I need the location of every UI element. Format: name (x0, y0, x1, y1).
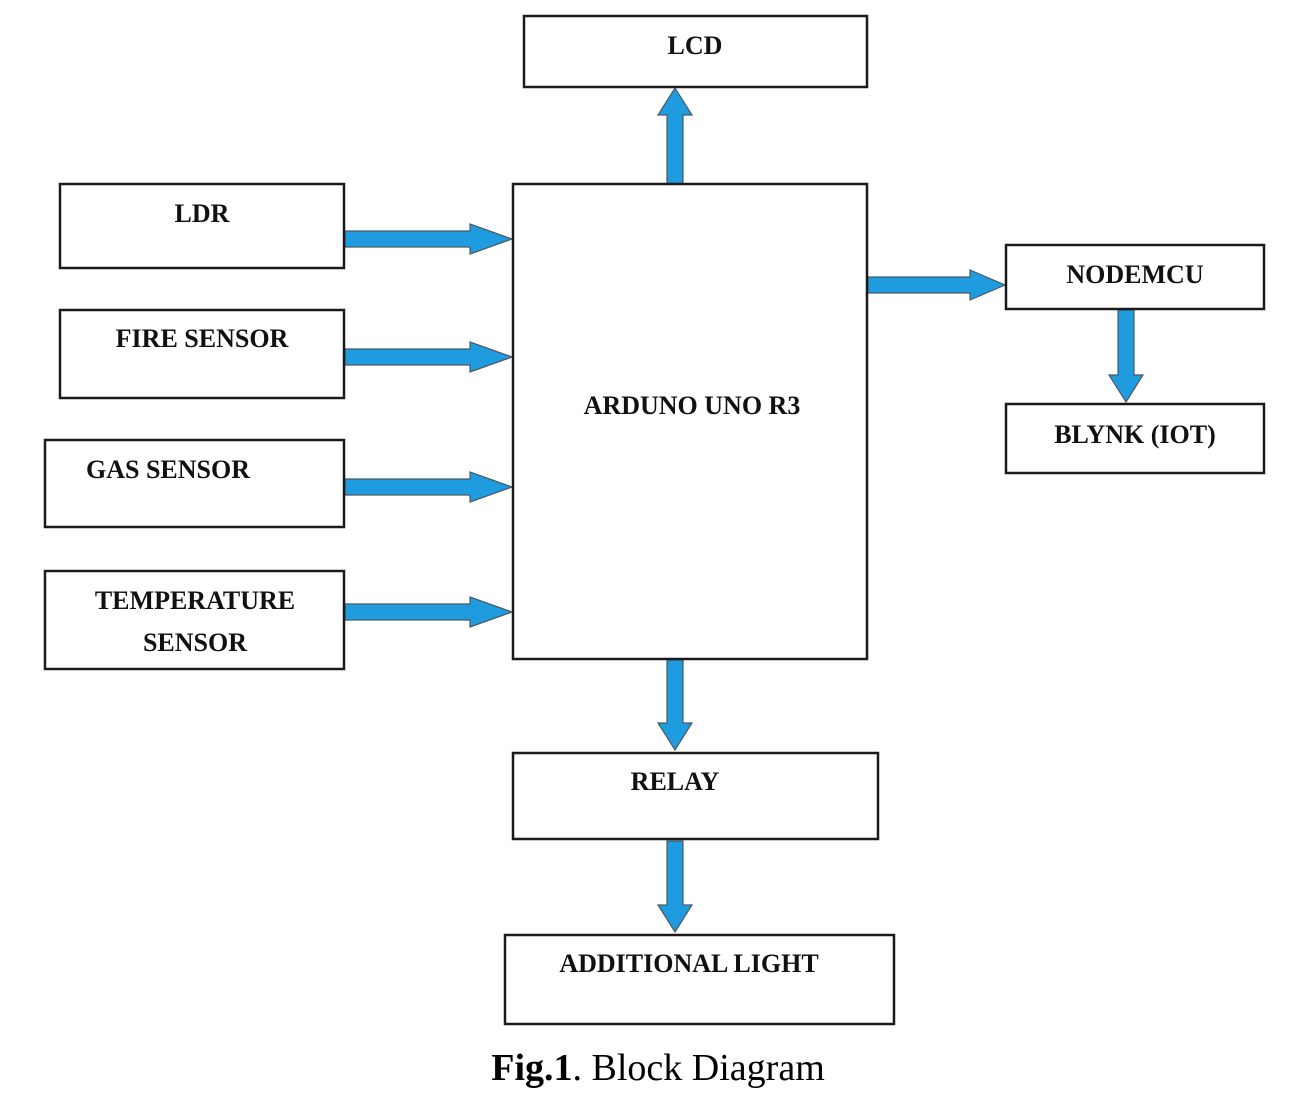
arrow-arduino-to-nodemcu (867, 269, 1007, 301)
arrow-ldr-to-arduino (344, 223, 514, 255)
lcd-block: LCD (522, 14, 869, 89)
arduino-label: ARDUNO UNO R3 (584, 391, 801, 420)
additional-light-label: ADDITIONAL LIGHT (559, 949, 818, 978)
nodemcu-block: NODEMCU (1004, 243, 1266, 311)
arrow-relay-to-additional-light (656, 840, 694, 934)
lcd-label: LCD (668, 31, 723, 60)
ldr-block: LDR (58, 182, 346, 270)
arrow-arduino-to-lcd (656, 86, 694, 185)
arrow-arduino-to-relay (656, 659, 694, 752)
fire-sensor-label: FIRE SENSOR (116, 324, 289, 353)
ldr-label: LDR (175, 199, 230, 228)
nodemcu-label: NODEMCU (1066, 260, 1203, 289)
arrow-temperature-sensor-to-arduino (344, 596, 514, 628)
arrow-gas-sensor-to-arduino (344, 471, 514, 503)
temperature-sensor-block: TEMPERATURE SENSOR (43, 569, 346, 671)
blynk-block: BLYNK (IOT) (1004, 402, 1266, 475)
relay-label: RELAY (631, 767, 720, 796)
figure-caption-text: . Block Diagram (572, 1047, 825, 1089)
gas-sensor-block: GAS SENSOR (43, 438, 346, 529)
temperature-sensor-label-line-2: SENSOR (143, 628, 247, 657)
figure-caption: Fig.1. Block Diagram (0, 1046, 1316, 1090)
temperature-sensor-label-line-1: TEMPERATURE (95, 586, 295, 615)
figure-number: Fig.1 (491, 1047, 573, 1089)
arrow-nodemcu-to-blynk (1107, 309, 1145, 404)
additional-light-block: ADDITIONAL LIGHT (503, 933, 896, 1026)
block-diagram: LCD LDR FIRE SENSOR GAS SENSOR TEMPERATU… (43, 14, 1266, 1026)
arduino-block: ARDUNO UNO R3 (511, 182, 869, 661)
arrow-fire-sensor-to-arduino (344, 341, 514, 373)
blynk-label: BLYNK (IOT) (1054, 420, 1216, 449)
relay-block: RELAY (511, 751, 880, 841)
fire-sensor-block: FIRE SENSOR (58, 308, 346, 400)
gas-sensor-label: GAS SENSOR (86, 455, 250, 484)
